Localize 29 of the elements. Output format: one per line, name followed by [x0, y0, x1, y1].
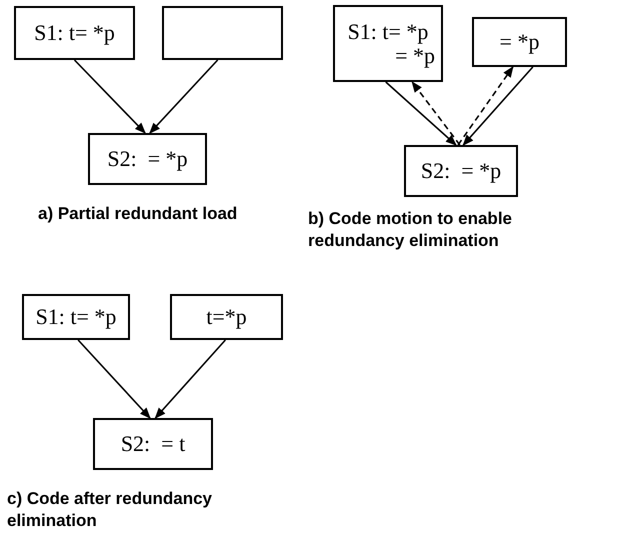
code-text: S1: t= *p — [36, 305, 116, 329]
figure-caption: c) Code after redundancy elimination — [7, 488, 213, 532]
arrow — [78, 339, 151, 419]
code-text: = *p — [500, 30, 540, 54]
code-text: S2: = *p — [107, 147, 188, 171]
arrow — [462, 66, 534, 146]
code-block — [88, 133, 207, 185]
arrow — [154, 339, 226, 419]
arrow — [385, 81, 457, 146]
figure-caption: a) Partial redundant load — [38, 203, 238, 225]
code-block — [22, 294, 130, 340]
code-text: S1: t= *p — [348, 20, 428, 44]
code-text: S2: = t — [120, 432, 186, 456]
figure-caption: b) Code motion to enable redundancy elimination — [308, 208, 513, 252]
code-block — [93, 418, 213, 470]
code-text: S1: t= *p — [34, 21, 115, 45]
code-text: = *p — [395, 44, 435, 67]
code-text: S2: = *p — [420, 159, 502, 183]
code-block — [14, 6, 135, 60]
arrow — [457, 66, 514, 146]
arrow — [74, 59, 146, 134]
arrow — [149, 59, 218, 134]
empty-block — [162, 6, 283, 60]
code-block — [170, 294, 283, 340]
code-block — [472, 17, 567, 67]
code-block — [333, 5, 443, 82]
code-text: t=*p — [206, 305, 247, 329]
code-block — [404, 145, 518, 197]
arrow — [412, 81, 460, 146]
